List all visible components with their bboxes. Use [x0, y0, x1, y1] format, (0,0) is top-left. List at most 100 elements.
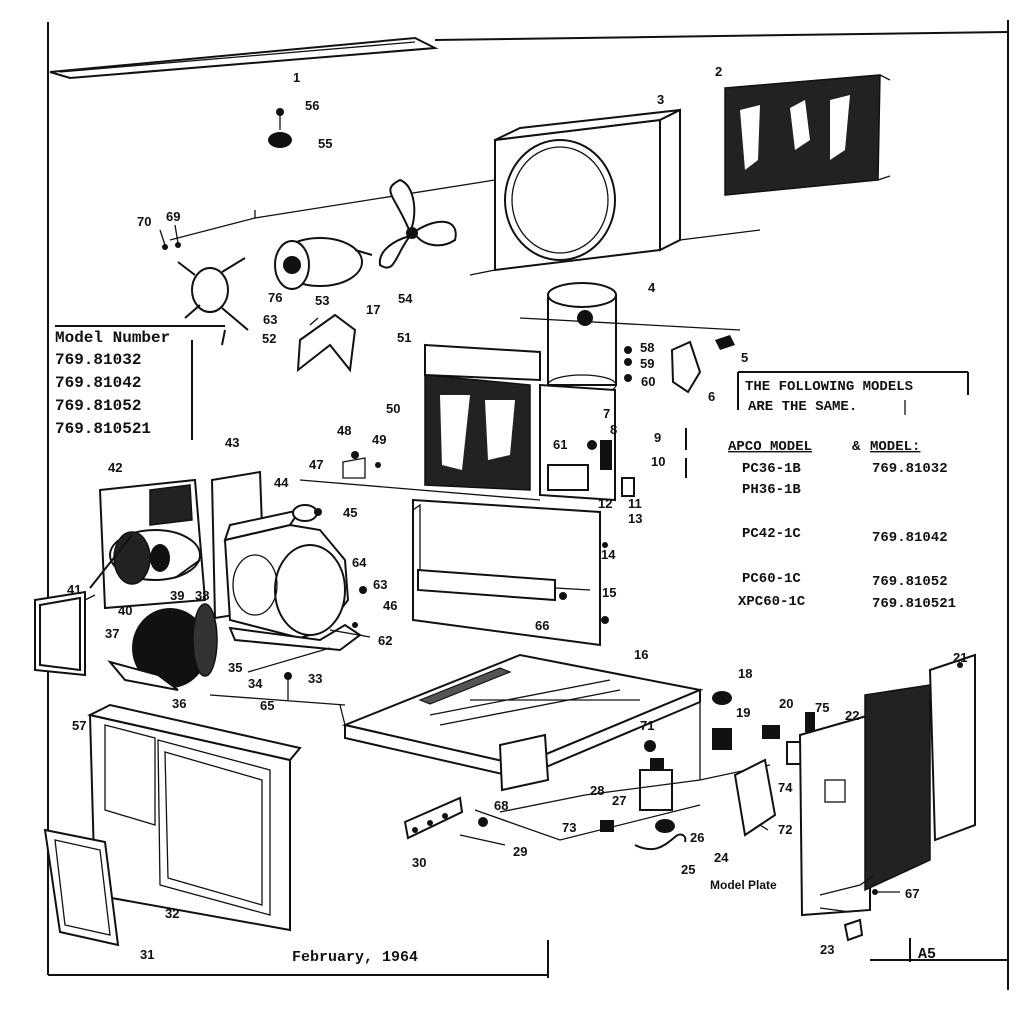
part-label: 60	[641, 374, 655, 389]
part-label: 47	[309, 457, 323, 472]
part-clip-23	[819, 907, 864, 942]
part-capacitor-box	[733, 758, 777, 837]
part-label: 38	[195, 588, 209, 603]
part-label: 34	[248, 676, 263, 691]
part-fan-motor	[274, 237, 373, 290]
part-label: 44	[274, 475, 289, 490]
part-blower-base	[107, 586, 371, 706]
date-label: February, 1964	[292, 949, 418, 966]
part-fan-cap	[268, 108, 292, 148]
part-motor-mount	[177, 257, 249, 331]
sears-model: 769.81032	[872, 461, 948, 477]
part-label: 22	[845, 708, 859, 723]
part-blower-clip	[292, 504, 322, 522]
ampersand: &	[852, 439, 861, 455]
part-label: 31	[140, 947, 154, 962]
part-label: 16	[634, 647, 648, 662]
part-label: 17	[366, 302, 380, 317]
notice-line-1: THE FOLLOWING MODELS	[745, 379, 913, 395]
part-label: 54	[398, 291, 413, 306]
model-column-header: MODEL:	[870, 439, 920, 455]
part-label: 40	[118, 603, 132, 618]
part-arrow-67	[872, 889, 900, 895]
part-label: 39	[170, 588, 184, 603]
model-number-box: Model Number 769.81032 769.81042 769.810…	[55, 325, 226, 440]
part-label: 74	[778, 780, 793, 795]
part-label: 75	[815, 700, 829, 715]
part-label: 32	[165, 906, 179, 921]
part-filter-frame	[34, 590, 96, 677]
sears-model: 769.81042	[872, 530, 948, 546]
part-label: 29	[513, 844, 527, 859]
part-label: 50	[386, 401, 400, 416]
part-label: 9	[654, 430, 661, 445]
part-label: 71	[640, 718, 654, 733]
part-label: 24	[714, 850, 729, 865]
part-side-grille	[798, 653, 976, 917]
part-label: 68	[494, 798, 508, 813]
part-label: 69	[166, 209, 180, 224]
part-fan-shroud	[494, 108, 681, 272]
part-label: 14	[601, 547, 616, 562]
part-front-grille	[43, 828, 120, 947]
apco-model: XPC60-1C	[738, 594, 806, 610]
part-label: 58	[640, 340, 654, 355]
part-label: 64	[352, 555, 367, 570]
page-code: A5	[918, 946, 936, 963]
part-label: 53	[315, 293, 329, 308]
part-label: 61	[553, 437, 567, 452]
part-label: 52	[262, 331, 276, 346]
part-label: 59	[640, 356, 654, 371]
part-label: 2	[715, 64, 722, 79]
part-label: 56	[305, 98, 319, 113]
part-label: 27	[612, 793, 626, 808]
part-label: 65	[260, 698, 274, 713]
part-label: 55	[318, 136, 332, 151]
part-label: 7	[603, 406, 610, 421]
part-label: 3	[657, 92, 664, 107]
part-front-panel	[87, 703, 302, 932]
part-label: 63	[373, 577, 387, 592]
part-base-pan	[341, 653, 704, 780]
part-label: 26	[690, 830, 704, 845]
part-blower-housing	[223, 508, 350, 640]
part-label: 76	[268, 290, 282, 305]
part-label: 13	[628, 511, 642, 526]
part-label: 25	[681, 862, 695, 877]
part-label: 35	[228, 660, 242, 675]
part-evaporator-coil	[424, 343, 541, 491]
part-label: 41	[67, 582, 81, 597]
part-label: 70	[137, 214, 151, 229]
part-label: 8	[610, 422, 617, 437]
part-label: 21	[953, 650, 967, 665]
part-label: 15	[602, 585, 616, 600]
part-label: 66	[535, 618, 549, 633]
part-label: 33	[308, 671, 322, 686]
part-blower-motor	[89, 529, 201, 589]
part-label: 73	[562, 820, 576, 835]
part-label: 67	[905, 886, 919, 901]
part-label: 11	[628, 496, 642, 511]
part-label: 51	[397, 330, 411, 345]
part-label: 5	[741, 350, 748, 365]
part-control-box	[474, 733, 771, 851]
part-label: 12	[598, 496, 612, 511]
part-label: 20	[779, 696, 793, 711]
sears-model: 769.810521	[872, 596, 956, 612]
part-label: 63	[263, 312, 277, 327]
part-label: 10	[651, 454, 665, 469]
part-small-hardware	[299, 451, 541, 501]
model-number-item: 769.810521	[55, 420, 151, 438]
model-number-item: 769.81032	[55, 351, 141, 369]
notice-line-2: ARE THE SAME.	[748, 399, 857, 415]
part-screws-69-70	[159, 224, 181, 250]
part-label: 23	[820, 942, 834, 957]
part-label: 19	[736, 705, 750, 720]
part-label: 18	[738, 666, 752, 681]
part-partition-panel	[412, 498, 609, 647]
part-blower-wheel	[132, 603, 218, 688]
apco-model: PC36-1B	[742, 461, 801, 477]
part-condenser-coil	[724, 74, 891, 196]
part-number-labels: 1 2 3 4 5 6 7 8 9 10 11 12 13 14 15 16 1…	[67, 64, 967, 962]
